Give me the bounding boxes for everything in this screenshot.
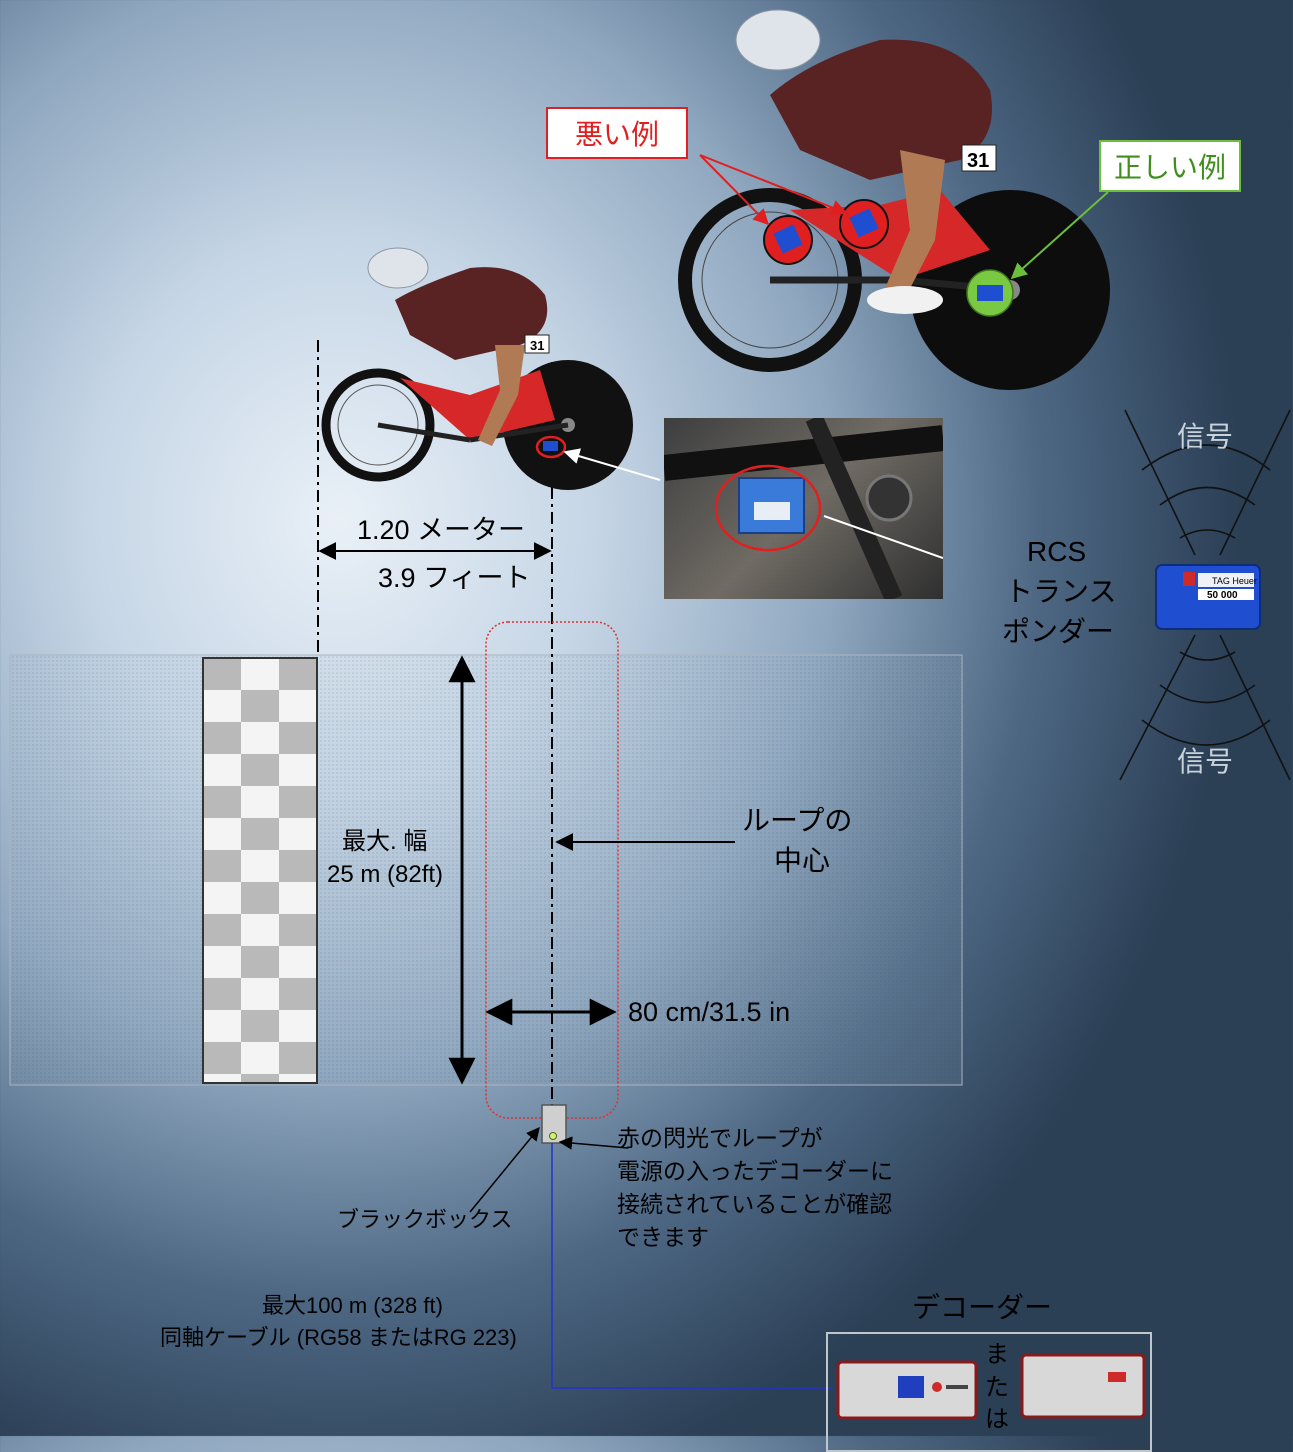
black-box-label: ブラックボックス bbox=[337, 1207, 513, 1232]
flash-note-line1: 赤の閃光でループが bbox=[617, 1125, 823, 1151]
transponder-device bbox=[1155, 564, 1261, 630]
distance-meters-label: 1.20 メーター bbox=[357, 515, 526, 545]
transponder-label-line1: RCS bbox=[1027, 536, 1087, 567]
bad-example-label: 悪い例 bbox=[546, 107, 688, 159]
or-char-3: は bbox=[985, 1406, 1009, 1433]
cyclist-large: 31 bbox=[678, 9, 1110, 390]
signal-bottom-label: 信号 bbox=[1177, 746, 1234, 777]
good-example-label: 正しい例 bbox=[1099, 140, 1241, 192]
loop-center-label-line1: ループの bbox=[742, 805, 853, 836]
max-width-label-line1: 最大. 幅 bbox=[342, 828, 428, 855]
flash-note-line2: 電源の入ったデコーダーに bbox=[617, 1158, 893, 1184]
cable-type-label: 同軸ケーブル (RG58 またはRG 223) bbox=[160, 1325, 517, 1350]
or-char-2: た bbox=[985, 1374, 1009, 1401]
bad-pointer-2 bbox=[699, 154, 848, 216]
checkered-finish-line bbox=[202, 657, 318, 1084]
flash-pointer bbox=[558, 1136, 629, 1150]
bib-number-small: 31 bbox=[530, 338, 544, 353]
bad-pointer-1 bbox=[699, 154, 770, 226]
black-box-pointer bbox=[469, 1126, 540, 1213]
transponder-detail-photo bbox=[664, 418, 943, 599]
or-char-1: ま bbox=[985, 1341, 1009, 1368]
flash-note-line3: 接続されていることが確認 bbox=[617, 1191, 893, 1217]
transponder-number: 50 000 bbox=[1207, 590, 1238, 601]
max-width-label-line2: 25 m (82ft) bbox=[327, 861, 444, 888]
loop-width-label: 80 cm/31.5 in bbox=[628, 997, 791, 1027]
cable-length-label: 最大100 m (328 ft) bbox=[262, 1293, 443, 1318]
decoder-unit-2 bbox=[1020, 1353, 1146, 1419]
distance-feet-label: 3.9 フィート bbox=[378, 563, 531, 593]
transponder-label-line2: トランス bbox=[1005, 576, 1117, 607]
flash-led bbox=[549, 1132, 557, 1140]
decoder-title: デコーダー bbox=[912, 1292, 1053, 1323]
detail-pointer bbox=[563, 448, 661, 481]
transponder-brand: TAG Heuer bbox=[1212, 576, 1257, 586]
cyclist-small: 31 bbox=[321, 247, 633, 490]
detail-photo-svg bbox=[664, 418, 943, 599]
flash-note-line4: できます bbox=[617, 1224, 709, 1250]
transponder-label-line3: ポンダー bbox=[1002, 616, 1115, 647]
signal-top-label: 信号 bbox=[1177, 421, 1234, 452]
coax-cable bbox=[551, 1143, 834, 1389]
decoder-unit-1 bbox=[836, 1360, 978, 1420]
signal-top-arcs bbox=[1124, 409, 1291, 556]
signal-bottom-arcs bbox=[1119, 634, 1291, 781]
good-pointer bbox=[1010, 191, 1109, 280]
bib-number-large: 31 bbox=[967, 150, 989, 172]
loop-center-label-line2: 中心 bbox=[774, 845, 831, 876]
